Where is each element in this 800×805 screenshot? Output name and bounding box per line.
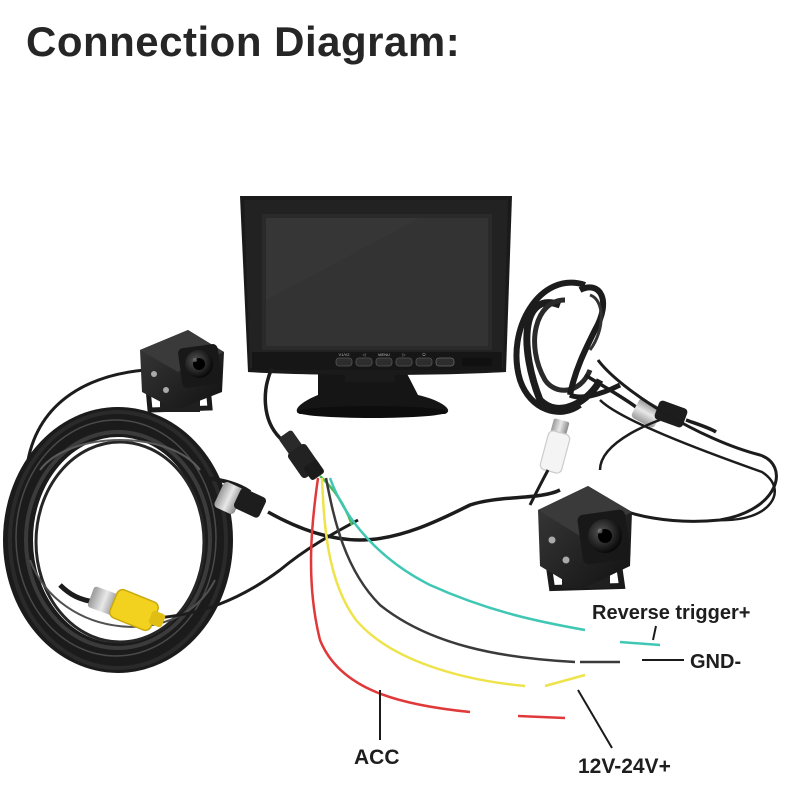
diagram-title: Connection Diagram: [26, 18, 461, 65]
monitor-button-label: MENU [378, 352, 390, 357]
cable-coil [3, 407, 233, 673]
cable-coil-right [513, 279, 622, 415]
camera-left [140, 330, 224, 413]
aviation-connector-left [214, 481, 267, 518]
monitor-button-label: ⏻ [422, 352, 426, 357]
monitor-button-label: ◁ [362, 352, 366, 357]
label-acc: ACC [354, 746, 400, 769]
monitor-button-label: ▷ [402, 352, 406, 357]
harness-connector [279, 430, 324, 480]
monitor-button-label: V1/V2 [339, 352, 351, 357]
monitor: V1/V2 ◁ MENU ▷ ⏻ [240, 196, 512, 418]
rca-connector [87, 586, 166, 632]
wire-harness [309, 475, 661, 720]
label-reverse-trigger: Reverse trigger+ [592, 602, 751, 624]
camera-right [538, 486, 632, 592]
rca-white-plug [539, 418, 571, 474]
label-gnd: GND- [690, 651, 742, 673]
label-power: 12V-24V+ [578, 755, 671, 778]
leader-lines [379, 625, 684, 749]
